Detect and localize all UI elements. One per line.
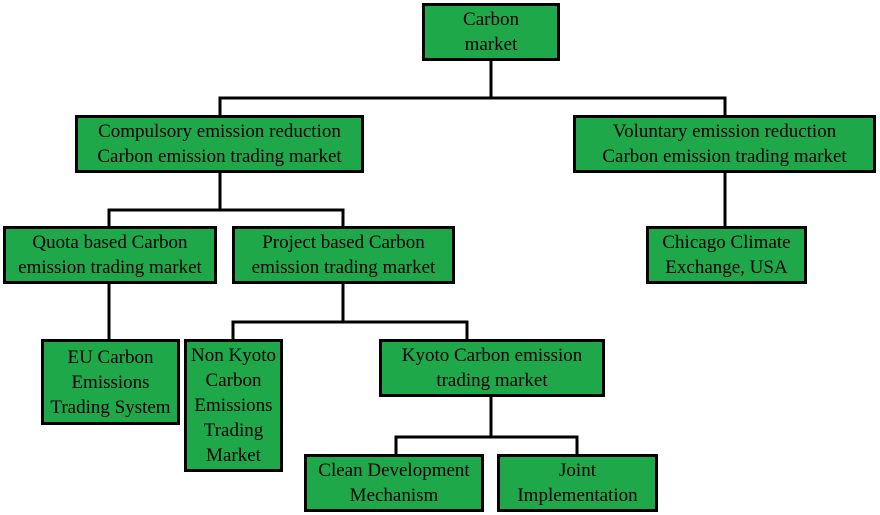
node-compulsory-emission-reduction: Compulsory emission reduction Carbon emi… xyxy=(75,115,364,173)
node-label: Project based Carbon emission trading ma… xyxy=(251,232,436,278)
node-label: Carbon market xyxy=(463,9,519,55)
node-joint-implementation: Joint Implementation xyxy=(497,454,658,512)
node-project-based-market: Project based Carbon emission trading ma… xyxy=(232,226,455,284)
node-voluntary-emission-reduction: Voluntary emission reduction Carbon emis… xyxy=(573,115,876,173)
node-label: Kyoto Carbon emission trading market xyxy=(401,345,583,391)
node-carbon-market: Carbon market xyxy=(422,3,560,61)
node-chicago-climate-exchange: Chicago Climate Exchange, USA xyxy=(646,226,807,284)
node-label: Clean Development Mechanism xyxy=(318,460,470,506)
node-label: Non Kyoto Carbon Emissions Trading Marke… xyxy=(191,345,276,466)
node-label: Quota based Carbon emission trading mark… xyxy=(18,232,202,278)
node-label: EU Carbon Emissions Trading System xyxy=(50,346,171,418)
node-label: Compulsory emission reduction Carbon emi… xyxy=(97,121,342,167)
node-clean-development-mechanism: Clean Development Mechanism xyxy=(304,454,484,512)
node-kyoto-market: Kyoto Carbon emission trading market xyxy=(379,339,605,397)
node-quota-based-market: Quota based Carbon emission trading mark… xyxy=(3,226,217,284)
node-label: Chicago Climate Exchange, USA xyxy=(662,232,791,278)
node-label: Joint Implementation xyxy=(517,460,638,506)
node-eu-ets: EU Carbon Emissions Trading System xyxy=(41,339,180,425)
node-non-kyoto-market: Non Kyoto Carbon Emissions Trading Marke… xyxy=(184,339,283,472)
node-label: Voluntary emission reduction Carbon emis… xyxy=(602,121,847,167)
